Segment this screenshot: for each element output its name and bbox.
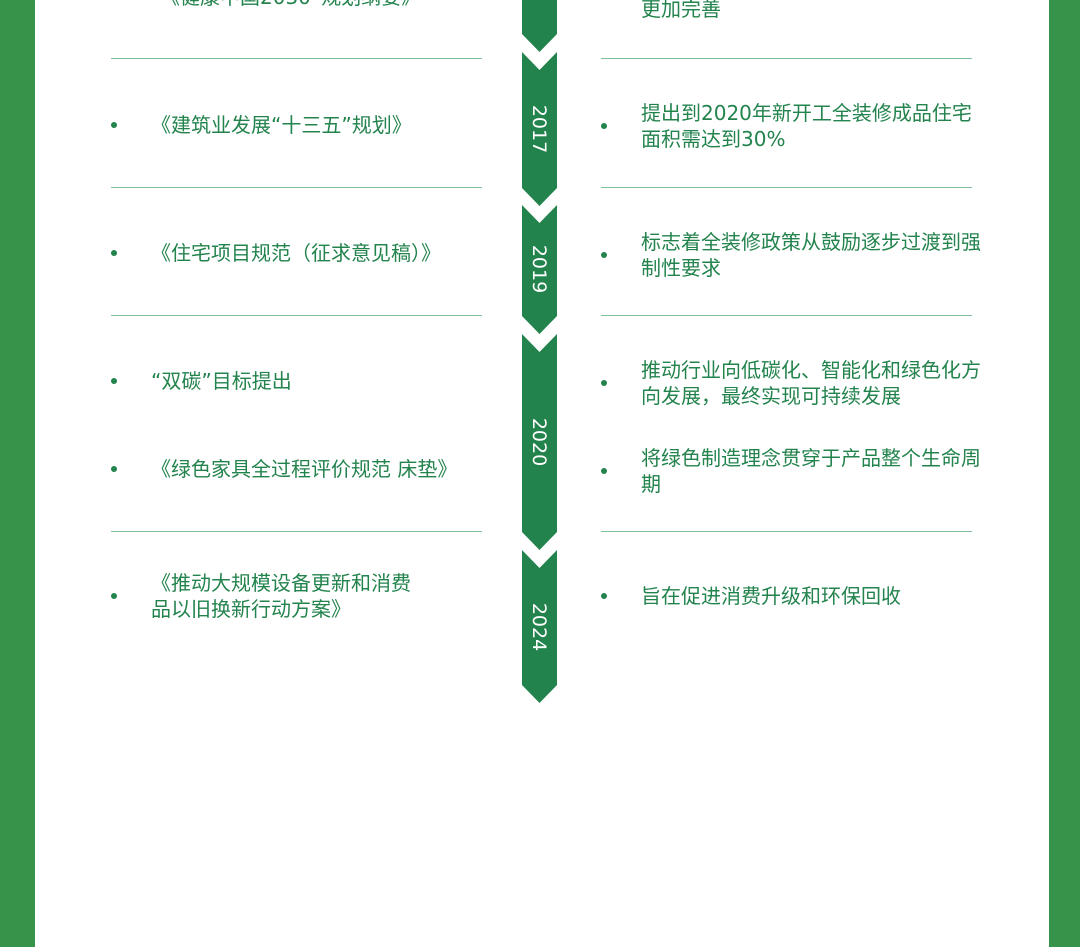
policy-item: 《推动大规模设备更新和消费品以旧换新行动方案》 [111,570,411,622]
impact-text: 旨在促进消费升级和环保回收 [641,584,901,608]
policy-item: 《住宅项目规范（征求意见稿）》 [111,240,481,266]
policy-text: 《推动大规模设备更新和消费品以旧换新行动方案》 [151,571,411,621]
right-border [1049,0,1080,947]
year-label: 2020 [528,418,550,466]
policy-item: 《绿色家具全过程评价规范 床垫》 [111,456,481,482]
divider [601,531,972,532]
bullet-icon [601,380,607,386]
impact-text: 标志着全装修政策从鼓励逐步过渡到强制性要求 [641,230,981,280]
impact-item: 提出到2020年新开工全装修成品住宅面积需达到30% [601,100,981,152]
ribbon-segment-2020 [522,334,557,550]
left-border [0,0,35,947]
impact-text: 将绿色制造理念贯穿于产品整个生命周期 [641,446,981,496]
divider [601,315,972,316]
impact-item: 标志着全装修政策从鼓励逐步过渡到强制性要求 [601,229,981,281]
divider [601,58,972,59]
impact-item: 将绿色制造理念贯穿于产品整个生命周期 [601,445,981,497]
bullet-icon [601,468,607,474]
year-label: 2024 [528,603,550,651]
year-label: 2017 [528,105,550,153]
bullet-icon [601,252,607,258]
bullet-icon [601,123,607,129]
ribbon-segment-2019 [522,205,557,334]
bullet-icon [111,593,117,599]
bullet-icon [111,378,117,384]
divider [111,315,482,316]
impact-item: 推动行业向低碳化、智能化和绿色化方向发展，最终实现可持续发展 [601,357,981,409]
ribbon-segment-2024 [522,550,557,703]
divider [111,187,482,188]
policy-text: 《住宅项目规范（征求意见稿）》 [151,241,441,265]
impact-item: 旨在促进消费升级和环保回收 [601,583,981,609]
bullet-icon [111,122,117,128]
impact-text: 推动行业向低碳化、智能化和绿色化方向发展，最终实现可持续发展 [641,358,981,408]
policy-item: “双碳”目标提出 [111,368,481,394]
impact-item: 更加完善 [641,0,721,21]
divider [111,58,482,59]
ribbon-segment-top [522,0,557,52]
policy-text: 《建筑业发展“十三五”规划》 [151,113,412,137]
policy-text: 《绿色家具全过程评价规范 床垫》 [151,457,458,481]
policy-item: 《健康中国2030”规划纲要》 [160,0,421,10]
divider [601,187,972,188]
bullet-icon [601,593,607,599]
year-label: 2019 [528,245,550,293]
bullet-icon [111,250,117,256]
policy-text: “双碳”目标提出 [151,369,292,393]
impact-text: 提出到2020年新开工全装修成品住宅面积需达到30% [641,101,972,151]
policy-item: 《建筑业发展“十三五”规划》 [111,112,481,138]
bullet-icon [111,466,117,472]
ribbon-segment-2017 [522,52,557,206]
divider [111,531,482,532]
